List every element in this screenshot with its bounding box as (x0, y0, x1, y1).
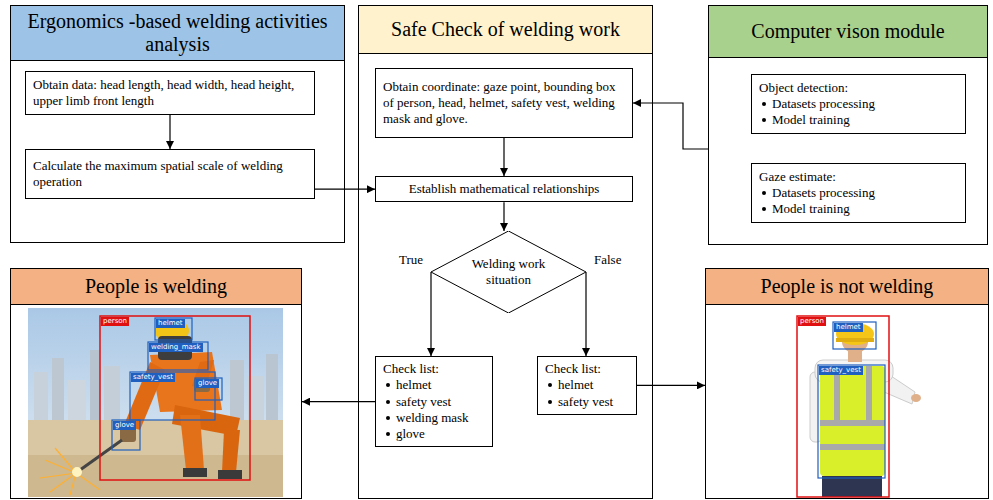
decision-text: Welding work situation (469, 256, 549, 287)
list-item-text: safety vest (396, 394, 451, 410)
flow-arrow (169, 115, 170, 149)
detection-label: helmet (834, 323, 863, 332)
list-item-text: safety vest (558, 394, 613, 410)
flow-arrow (585, 272, 586, 356)
result-panel: People is welding (10, 268, 302, 499)
process-box: Obtain data: head length, head width, he… (25, 71, 315, 115)
flow-arrow (503, 202, 504, 231)
panel-title: Safe Check of welding work (391, 18, 620, 41)
bullet-dot (386, 383, 390, 387)
process-box: Obtain coordinate: gaze point, bounding … (375, 68, 633, 138)
detection-label: glove (113, 421, 136, 430)
list-item-text: Model training (772, 201, 850, 217)
flow-arrow (315, 189, 375, 190)
detection-label: glove (196, 379, 219, 388)
bullet-dot (762, 191, 766, 195)
panel-title: Computer vison module (751, 20, 944, 43)
flow-arrow (430, 272, 431, 356)
box-text: Establish mathematical relationships (383, 181, 625, 197)
module-box: Gaze estimate:Datasets processingModel t… (751, 163, 966, 223)
bullet-dot (762, 102, 766, 106)
flow-arrow (633, 103, 708, 149)
list-item: safety vest (383, 394, 485, 410)
list-item-text: helmet (558, 377, 593, 393)
flow-arrow (503, 138, 504, 176)
worker-photo (797, 316, 921, 497)
checklist-box: Check list:helmetsafety vest (537, 356, 637, 415)
panel-header: People is not welding (706, 269, 988, 305)
analysis-panel: Ergonomics -based welding activities ana… (10, 5, 345, 243)
list-item: helmet (545, 377, 629, 393)
box-text: Calculate the maximum spatial scale of w… (33, 158, 307, 191)
detection-label: safety_vest (819, 366, 863, 375)
list-item-text: welding mask (396, 410, 469, 426)
edge-label: False (592, 253, 623, 268)
bullet-dot (762, 207, 766, 211)
decision-diamond: Welding work situation (431, 231, 586, 313)
box-text: Obtain data: head length, head width, he… (33, 77, 307, 110)
vision-panel: Computer vison moduleObject detection:Da… (708, 5, 988, 245)
edge-label: True (397, 253, 425, 268)
list-item: Model training (759, 201, 958, 217)
list-item-text: Datasets processing (772, 96, 875, 112)
bullet-dot (386, 432, 390, 436)
bullet-dot (548, 400, 552, 404)
welding-photo (28, 308, 283, 497)
flow-arrow (637, 385, 705, 386)
detection-label: safety_vest (131, 373, 175, 382)
detection-label: person (798, 317, 826, 326)
detection-label: person (101, 317, 129, 326)
list-item: helmet (383, 377, 485, 393)
box-text: Obtain coordinate: gaze point, bounding … (383, 79, 625, 128)
detection-label: helmet (156, 319, 185, 328)
list-item: safety vest (545, 394, 629, 410)
detection-label: welding_mask (149, 343, 203, 352)
panel-header: Safe Check of welding work (359, 6, 652, 54)
panel-header: Ergonomics -based welding activities ana… (11, 6, 344, 61)
list-heading: Check list: (545, 361, 629, 377)
list-item: glove (383, 426, 485, 442)
list-item: Datasets processing (759, 185, 958, 201)
panel-header: People is welding (11, 269, 301, 305)
panel-header: Computer vison module (709, 6, 987, 58)
check-panel: Safe Check of welding workObtain coordin… (358, 5, 653, 499)
list-item: Model training (759, 112, 958, 128)
panel-title: Ergonomics -based welding activities ana… (19, 10, 336, 56)
list-item: welding mask (383, 410, 485, 426)
process-box: Calculate the maximum spatial scale of w… (25, 149, 315, 199)
list-item-text: glove (396, 426, 425, 442)
list-heading: Gaze estimate: (759, 169, 958, 185)
module-box: Object detection:Datasets processingMode… (751, 74, 966, 134)
panel-title: People is welding (85, 275, 227, 298)
list-item-text: Model training (772, 112, 850, 128)
panel-title: People is not welding (761, 275, 934, 298)
list-heading: Check list: (383, 361, 485, 377)
bullet-dot (548, 383, 552, 387)
list-item-text: helmet (396, 377, 431, 393)
flow-arrow (302, 401, 375, 402)
bullet-dot (386, 416, 390, 420)
bullet-dot (386, 400, 390, 404)
list-item: Datasets processing (759, 96, 958, 112)
list-heading: Object detection: (759, 80, 958, 96)
list-item-text: Datasets processing (772, 185, 875, 201)
checklist-box: Check list:helmetsafety vestwelding mask… (375, 356, 493, 447)
bullet-dot (762, 118, 766, 122)
process-box: Establish mathematical relationships (375, 176, 633, 202)
result-panel: People is not welding (705, 268, 989, 499)
